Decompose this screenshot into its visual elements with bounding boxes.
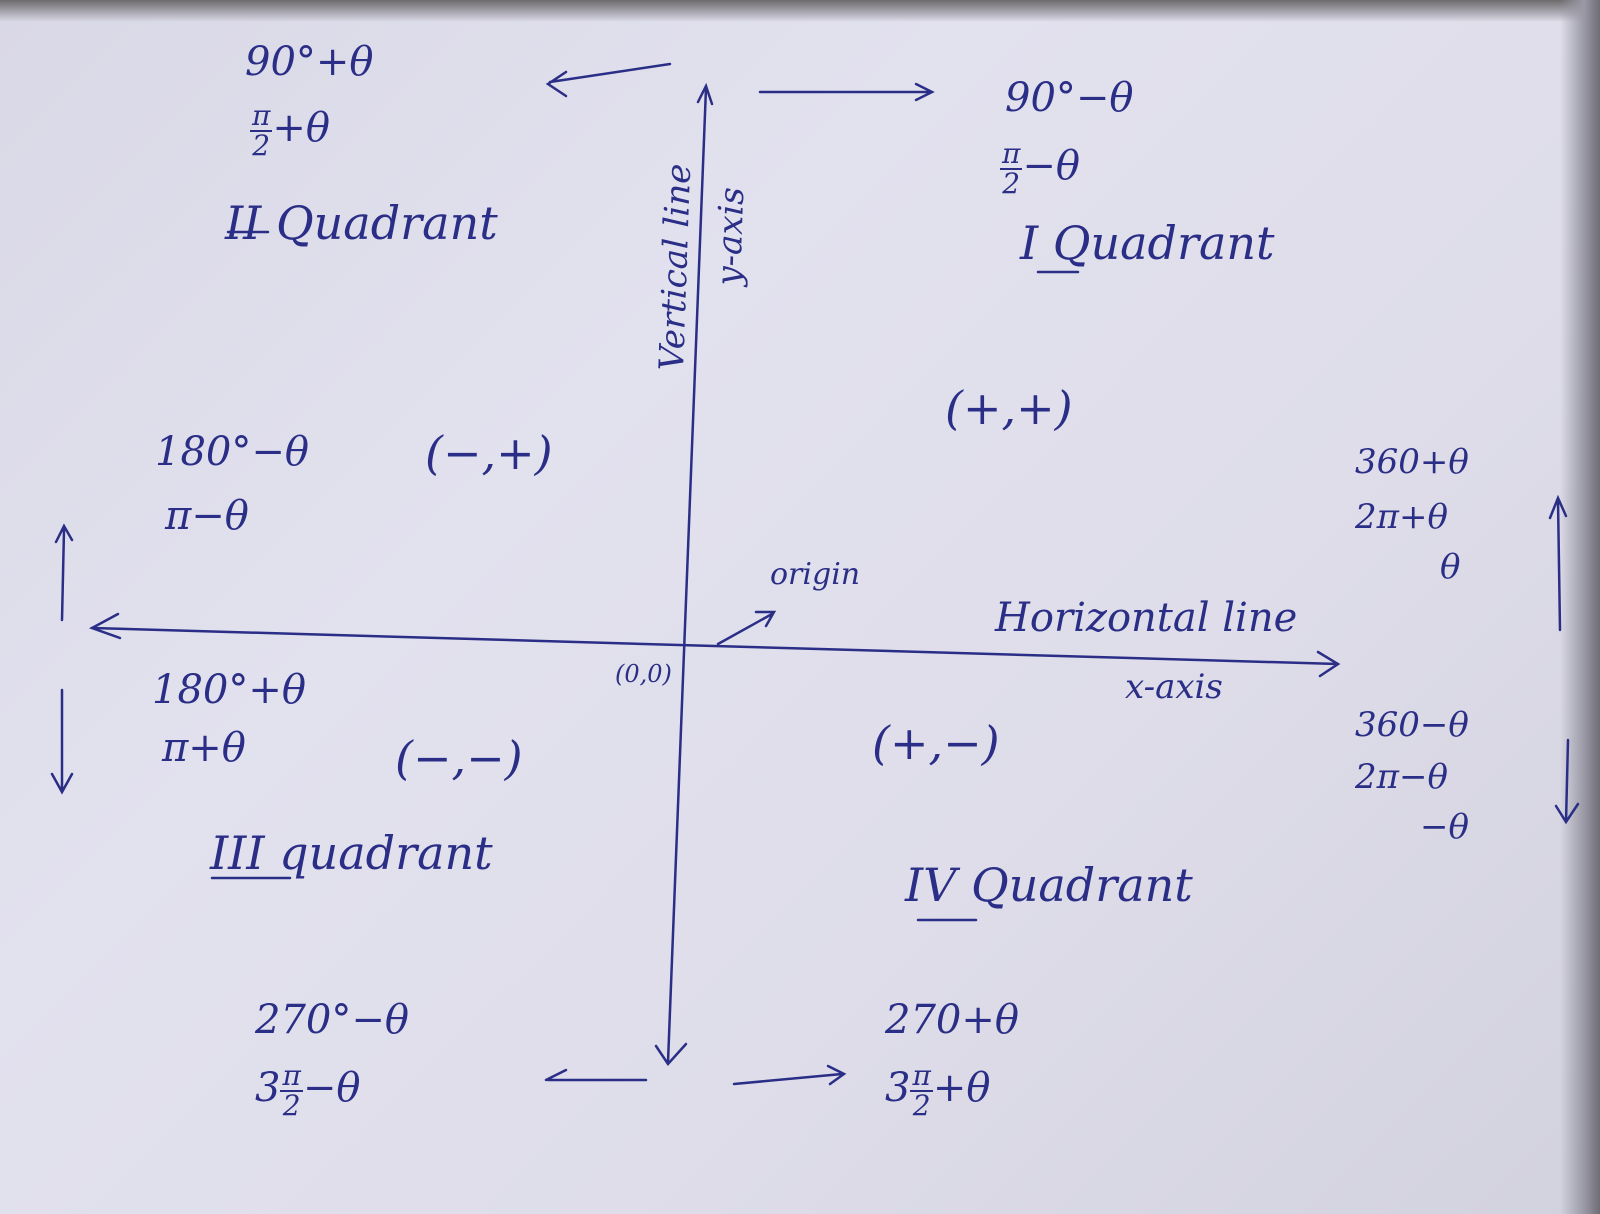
radian-tail: −θ — [302, 1065, 361, 1111]
origin-label: origin — [770, 557, 861, 592]
vertical-line-label: Vertical line — [652, 162, 700, 372]
y-axis-arrow-top — [696, 82, 714, 106]
q4-full-degree: 360−θ — [1355, 705, 1469, 745]
radian-tail: −θ — [1022, 143, 1081, 189]
radian-prefix: 3 — [885, 1065, 911, 1111]
radian-tail: +θ — [272, 105, 331, 151]
q3-bottom-degree: 270°−θ — [255, 997, 409, 1043]
q2-degree-angle: 90°+θ — [245, 39, 374, 85]
denominator: 2 — [282, 1089, 301, 1122]
arrow-right-up — [1548, 494, 1568, 632]
q1-theta: θ — [1440, 547, 1461, 587]
q3-label: III quadrant — [210, 826, 493, 880]
paper-right-shadow — [1560, 0, 1600, 1214]
x-axis-arrow-left — [88, 612, 122, 640]
x-axis-line — [90, 626, 1340, 666]
radian-tail: +θ — [932, 1065, 991, 1111]
horizontal-line-label: Horizontal line — [995, 595, 1298, 641]
q3-degree-angle: 180°+θ — [152, 667, 306, 713]
q2-label: II Quadrant — [225, 196, 498, 250]
q4-bottom-degree: 270+θ — [885, 997, 1019, 1043]
q4-label: IV Quadrant — [905, 858, 1193, 912]
numerator: π — [280, 1059, 303, 1092]
arrow-to-q1 — [758, 82, 935, 102]
radian-prefix: 3 — [255, 1065, 281, 1111]
denominator: 2 — [252, 129, 271, 162]
arrow-left-up — [54, 523, 74, 622]
q1-degree-angle: 90°−θ — [1005, 75, 1134, 121]
origin-pointer — [716, 610, 777, 646]
arrow-left-down — [50, 688, 74, 795]
denominator: 2 — [1002, 167, 1021, 200]
q1-label: I Quadrant — [1020, 216, 1275, 270]
numerator: π — [250, 99, 273, 132]
q4-signs: (+,−) — [872, 716, 1000, 770]
origin-coordinate: (0,0) — [615, 660, 672, 688]
arrow-right-down — [1554, 738, 1580, 825]
numerator: π — [1000, 137, 1023, 170]
arrow-to-q3-bottom — [544, 1068, 648, 1082]
denominator: 2 — [912, 1089, 931, 1122]
q1-full-radian: 2π+θ — [1355, 497, 1448, 537]
q4-negative-theta: −θ — [1420, 807, 1469, 847]
q2-signs: (−,+) — [425, 426, 553, 480]
q3-signs: (−,−) — [395, 731, 523, 785]
arrow-to-q2 — [545, 62, 672, 98]
q4-full-radian: 2π−θ — [1355, 757, 1448, 797]
q1-full-degree: 360+θ — [1355, 442, 1469, 482]
x-axis-label: x-axis — [1125, 667, 1223, 707]
y-axis-line — [666, 86, 708, 1064]
paper-top-shadow — [0, 0, 1600, 22]
numerator: π — [910, 1059, 933, 1092]
q2-reference-degree: 180°−θ — [155, 429, 309, 475]
q1-signs: (+,+) — [945, 381, 1073, 435]
arrow-to-q4-bottom — [732, 1064, 847, 1086]
y-axis-label: y-axis — [709, 186, 753, 287]
q3-radian-angle: π+θ — [162, 725, 246, 771]
y-axis-arrow-bottom — [654, 1042, 688, 1067]
x-axis-arrow-right — [1316, 650, 1341, 678]
q2-reference-radian: π−θ — [165, 493, 249, 539]
